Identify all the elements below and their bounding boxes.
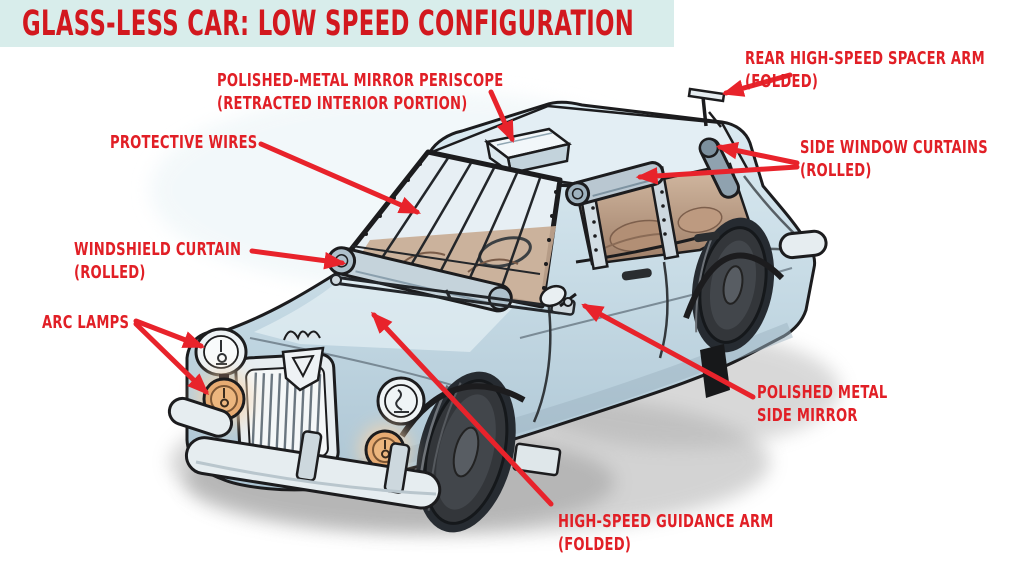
label-line: (FOLDED) — [745, 72, 819, 92]
label-line: (RETRACTED INTERIOR PORTION) — [217, 94, 468, 114]
label-line: WINDSHIELD CURTAIN — [74, 240, 242, 260]
label-line: HIGH-SPEED GUIDANCE ARM — [558, 512, 774, 532]
label-line: (ROLLED) — [74, 263, 146, 283]
steering-wheel — [478, 236, 532, 268]
page-title: GLASS-LESS CAR: LOW SPEED CONFIGURATION — [22, 4, 635, 44]
label-line: POLISHED METAL — [757, 383, 888, 403]
label-line: SIDE WINDOW CURTAINS — [800, 138, 988, 158]
headlight-right — [376, 376, 426, 426]
label-line: POLISHED-METAL MIRROR PERISCOPE — [217, 71, 504, 91]
rear-spacer-arm — [687, 87, 726, 128]
label-line: SIDE MIRROR — [757, 406, 858, 426]
label-side-window-curtains: SIDE WINDOW CURTAINS (ROLLED) — [800, 137, 988, 183]
label-periscope: POLISHED-METAL MIRROR PERISCOPE (RETRACT… — [217, 70, 503, 116]
label-arc-lamps: ARC LAMPS — [42, 312, 129, 335]
label-rear-spacer-arm: REAR HIGH-SPEED SPACER ARM (FOLDED) — [745, 48, 985, 94]
label-protective-wires: PROTECTIVE WIRES — [110, 132, 257, 155]
label-side-mirror: POLISHED METAL SIDE MIRROR — [757, 382, 888, 428]
door-handle-front — [621, 268, 652, 281]
label-windshield-curtain: WINDSHIELD CURTAIN (ROLLED) — [74, 239, 241, 285]
side-mirror — [539, 284, 577, 308]
label-line: (ROLLED) — [800, 161, 872, 181]
headlight-left — [194, 327, 248, 377]
rear-bumper — [778, 229, 828, 260]
label-line: REAR HIGH-SPEED SPACER ARM — [745, 49, 985, 69]
rear-wheel-arch — [683, 252, 785, 320]
hood-emblem — [281, 330, 325, 392]
title-banner: GLASS-LESS CAR: LOW SPEED CONFIGURATION — [0, 0, 674, 47]
label-line: (FOLDED) — [558, 535, 632, 555]
guidance-arm — [330, 274, 576, 316]
door-handle-rear — [693, 231, 720, 243]
label-line: PROTECTIVE WIRES — [110, 133, 258, 153]
label-line: ARC LAMPS — [42, 313, 130, 333]
label-guidance-arm: HIGH-SPEED GUIDANCE ARM (FOLDED) — [558, 511, 774, 557]
